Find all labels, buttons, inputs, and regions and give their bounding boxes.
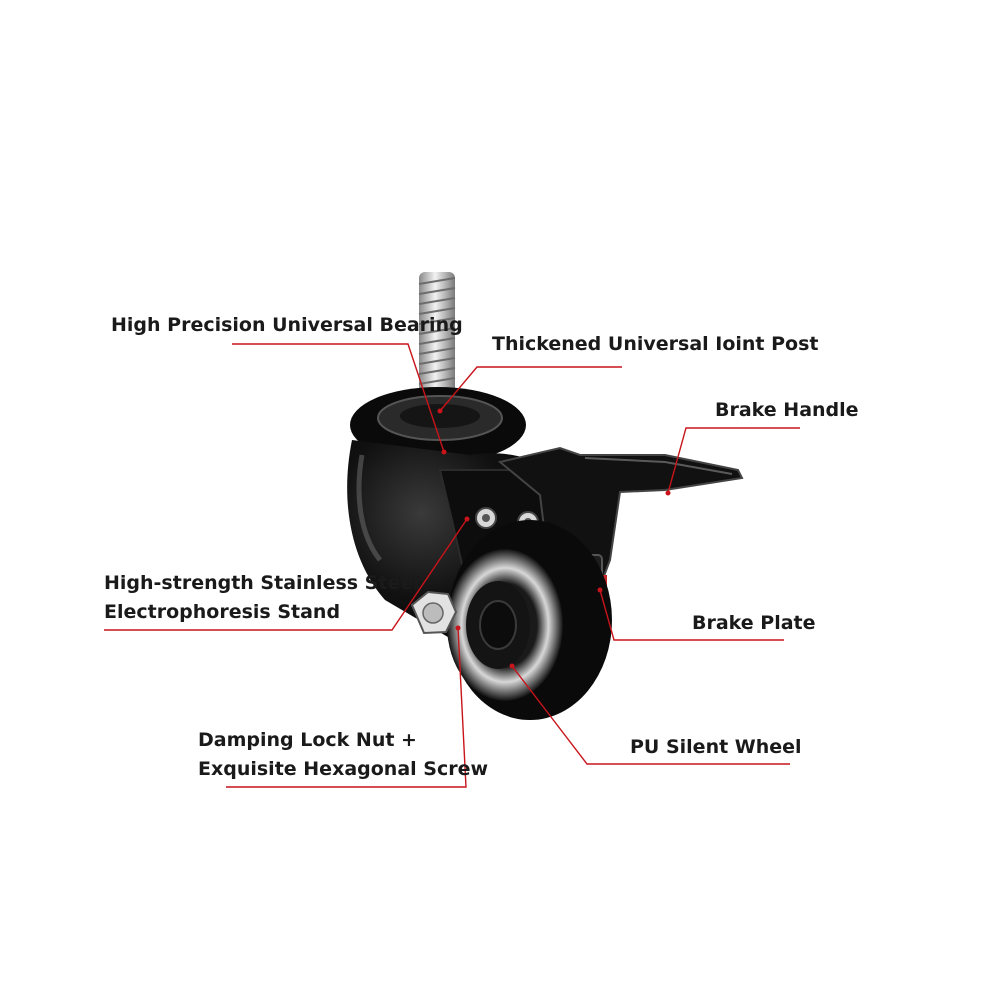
leader-dots: [437, 408, 671, 669]
leader-brake-plate: [599, 589, 784, 641]
leader-wheel: [511, 665, 790, 765]
leader-brake-handle: [667, 427, 800, 494]
leader-stand: [104, 518, 468, 631]
hex-nut: [410, 590, 458, 635]
label-joint-post: Thickened Universal Ioint Post: [492, 333, 819, 355]
label-lock-nut-line2: Exquisite Hexagonal Screw: [198, 758, 489, 780]
label-brake-plate: Brake Plate: [692, 612, 816, 634]
leader-joint-post: [439, 366, 622, 412]
label-wheel: PU Silent Wheel: [630, 736, 802, 758]
swivel-top: [350, 387, 526, 463]
label-stand-line1: High-strength Stainless Steel: [104, 572, 420, 594]
label-lock-nut-line1: Damping Lock Nut +: [198, 729, 417, 751]
label-bearing: High Precision Universal Bearing: [111, 314, 463, 336]
leader-bearing: [232, 343, 445, 453]
leader-lock-nut: [226, 627, 467, 788]
leader-lines: [104, 343, 800, 788]
label-brake-handle: Brake Handle: [715, 399, 859, 421]
label-stand-line2: Electrophoresis Stand: [104, 601, 341, 623]
pu-wheel: [447, 520, 612, 720]
